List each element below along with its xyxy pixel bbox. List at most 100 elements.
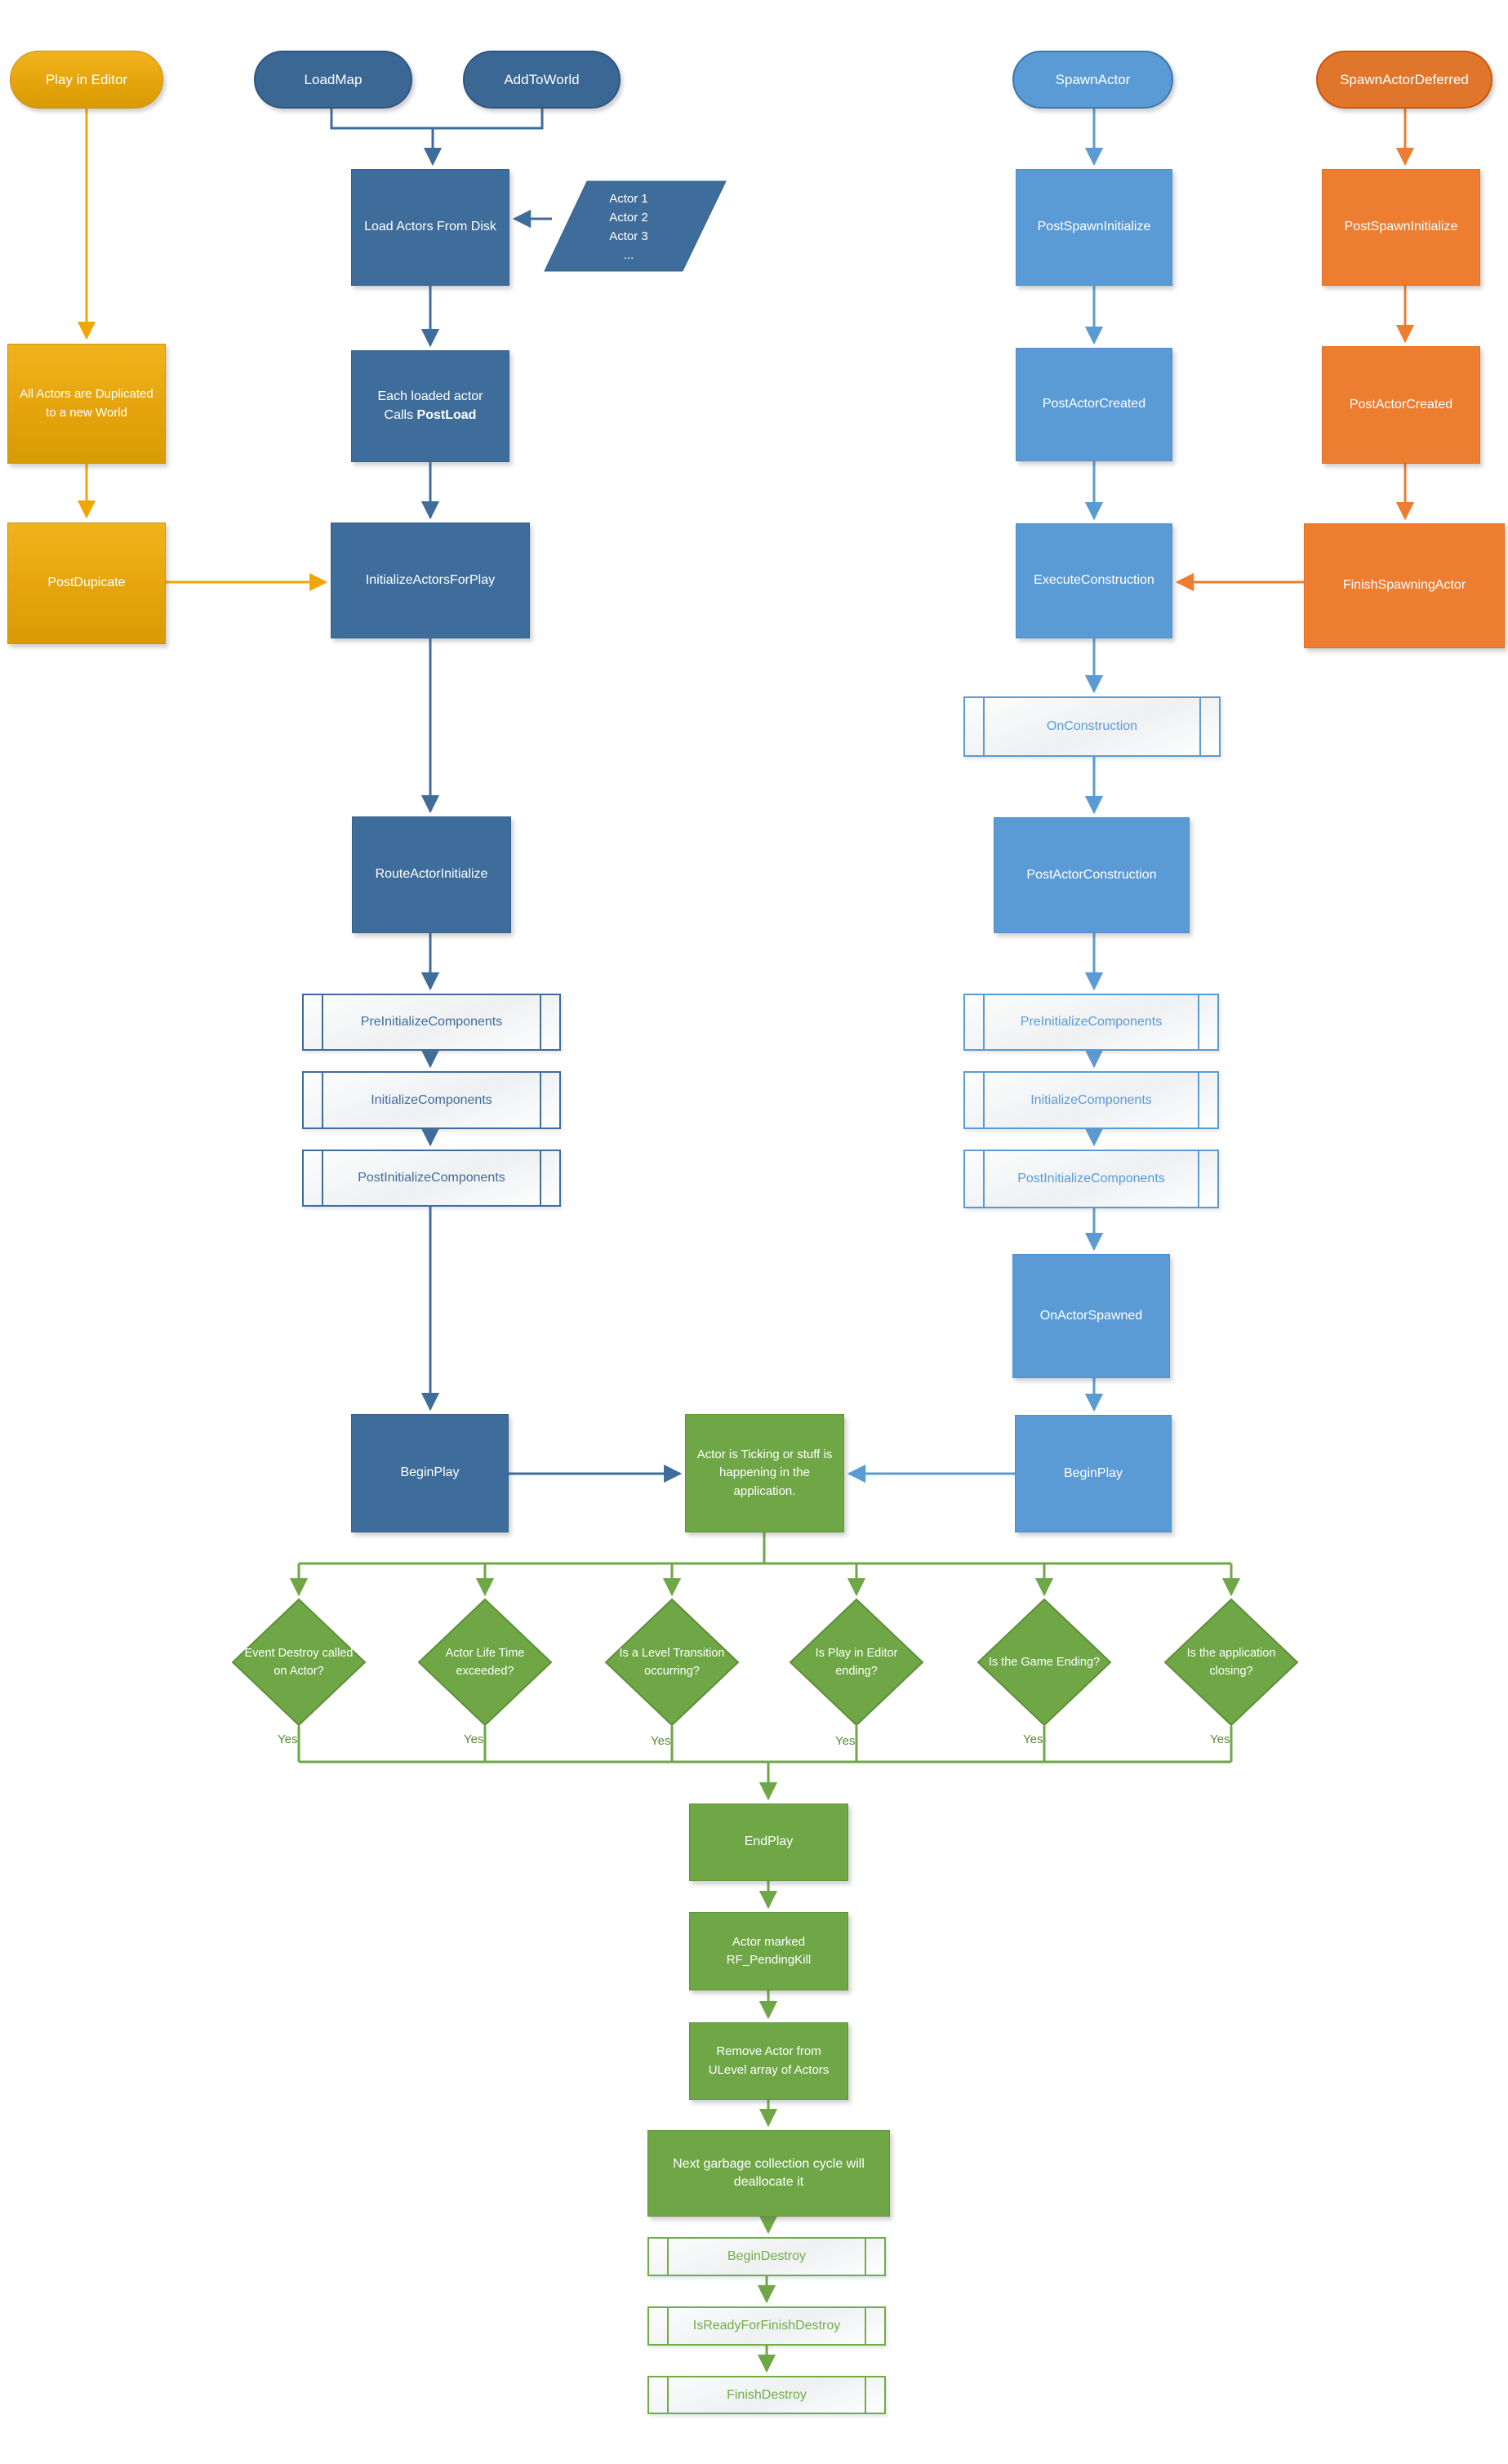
- node-execute-construction: ExecuteConstruction: [1016, 523, 1172, 638]
- subprocess-bar: [540, 995, 541, 1049]
- diamond-pie-ending: [789, 1598, 924, 1727]
- node-label: IsReadyForFinishDestroy: [692, 2319, 841, 2333]
- yes-text: Yes: [835, 1734, 856, 1748]
- node-label: InitializeComponents: [371, 1092, 492, 1107]
- node-spawn-actor-deferred: SpawnActorDeferred: [1316, 51, 1492, 109]
- diamond-app-closing: [1163, 1598, 1299, 1727]
- subprocess-bar: [983, 995, 985, 1049]
- diamond-life-time: [417, 1598, 553, 1727]
- node-label: Remove Actor from ULevel array of Actors: [708, 2044, 830, 2077]
- subprocess-initialize-components-right: InitializeComponents: [963, 1071, 1219, 1129]
- subprocess-bar: [540, 1151, 541, 1205]
- yes-label-2: Yes: [464, 1732, 483, 1746]
- node-spawn-actor: SpawnActor: [1012, 51, 1173, 109]
- yes-label-5: Yes: [1023, 1732, 1043, 1746]
- node-label: Actor marked RF_PendingKill: [726, 1934, 812, 1968]
- subprocess-pre-initialize-components-right: PreInitializeComponents: [963, 994, 1219, 1051]
- node-post-load: Each loaded actor Calls PostLoad: [351, 350, 509, 462]
- node-load-map: LoadMap: [254, 51, 412, 109]
- node-label: SpawnActor: [1055, 71, 1131, 87]
- node-post-actor-construction: PostActorConstruction: [994, 817, 1190, 933]
- post-load-line2-prefix: Calls: [384, 407, 417, 422]
- subprocess-bar: [865, 2377, 866, 2413]
- subprocess-pre-initialize-components-left: PreInitializeComponents: [302, 994, 561, 1051]
- node-end-play: EndPlay: [689, 1804, 848, 1881]
- node-label: PostDupicate: [47, 576, 126, 590]
- subprocess-bar: [322, 995, 323, 1049]
- decision-diamonds: [231, 1598, 1299, 1727]
- node-post-spawn-initialize-blue: PostSpawnInitialize: [1016, 169, 1172, 286]
- yellow-connectors: [77, 109, 328, 592]
- node-label: Load Actors From Disk: [364, 220, 496, 234]
- post-load-line1: Each loaded actor: [377, 389, 483, 404]
- node-remove-actor: Remove Actor from ULevel array of Actors: [689, 2022, 848, 2100]
- subprocess-post-initialize-components-right: PostInitializeComponents: [963, 1150, 1219, 1208]
- node-label: PostSpawnInitialize: [1037, 220, 1151, 234]
- subprocess-finish-destroy: FinishDestroy: [647, 2376, 886, 2414]
- node-label: OnActorSpawned: [1039, 1308, 1143, 1323]
- subprocess-bar: [983, 1073, 985, 1127]
- diamond-level-transition: [604, 1598, 740, 1727]
- node-load-actors-from-disk: Load Actors From Disk: [351, 169, 509, 286]
- subprocess-bar: [667, 2308, 669, 2344]
- node-on-actor-spawned: OnActorSpawned: [1012, 1254, 1170, 1378]
- node-post-spawn-initialize-orange: PostSpawnInitialize: [1322, 169, 1480, 286]
- node-actor-marked-pending-kill: Actor marked RF_PendingKill: [689, 1912, 848, 1990]
- node-label: PostActorCreated: [1349, 397, 1453, 411]
- yes-text: Yes: [464, 1732, 484, 1746]
- subprocess-bar: [1198, 995, 1199, 1049]
- node-label: EndPlay: [744, 1835, 794, 1849]
- node-begin-play-left: BeginPlay: [351, 1414, 509, 1532]
- node-label: ExecuteConstruction: [1034, 573, 1154, 588]
- post-load-bold: PostLoad: [416, 407, 477, 422]
- node-label: Play in Editor: [45, 71, 128, 87]
- subprocess-bar: [540, 1073, 541, 1127]
- node-label: AddToWorld: [504, 71, 580, 87]
- node-label: PostInitializeComponents: [358, 1171, 505, 1185]
- node-label: PostActorConstruction: [1026, 867, 1157, 882]
- yes-text: Yes: [278, 1732, 298, 1746]
- diamond-game-ending: [976, 1598, 1112, 1727]
- node-finish-spawning-actor: FinishSpawningActor: [1304, 523, 1505, 648]
- subprocess-is-ready-for-finish-destroy: IsReadyForFinishDestroy: [647, 2306, 886, 2346]
- node-label: FinishSpawningActor: [1342, 578, 1466, 593]
- node-add-to-world: AddToWorld: [463, 51, 621, 109]
- node-label: PreInitializeComponents: [360, 1015, 503, 1029]
- subprocess-bar: [322, 1151, 323, 1205]
- subprocess-bar: [667, 2377, 669, 2413]
- subprocess-bar: [1198, 1073, 1199, 1127]
- medium-blue-connectors: [847, 109, 1104, 1483]
- node-all-actors-duplicated: All Actors are Duplicated to a new World: [7, 344, 166, 464]
- node-label: LoadMap: [304, 71, 363, 87]
- green-connectors: [289, 1532, 1241, 2373]
- subprocess-bar: [865, 2239, 866, 2275]
- actor-list-parallelogram: [544, 180, 727, 272]
- subprocess-on-construction: OnConstruction: [963, 696, 1221, 757]
- node-label: OnConstruction: [1046, 719, 1138, 733]
- node-garbage-collection: Next garbage collection cycle will deall…: [647, 2130, 890, 2217]
- node-post-dupicate: PostDupicate: [7, 523, 166, 644]
- node-label: Each loaded actor Calls PostLoad: [378, 388, 483, 425]
- node-post-actor-created-blue: PostActorCreated: [1016, 348, 1172, 461]
- node-label: SpawnActorDeferred: [1340, 71, 1469, 87]
- subprocess-bar: [322, 1073, 323, 1127]
- yes-text: Yes: [651, 1734, 671, 1748]
- yes-label-3: Yes: [651, 1734, 670, 1748]
- node-begin-play-right: BeginPlay: [1015, 1415, 1172, 1532]
- subprocess-bar: [983, 1151, 985, 1207]
- dark-blue-connectors: [330, 109, 683, 1483]
- node-label: Next garbage collection cycle will deall…: [673, 2156, 865, 2189]
- yes-label-4: Yes: [835, 1734, 855, 1748]
- node-label: PreInitializeComponents: [1020, 1015, 1163, 1029]
- yes-label-6: Yes: [1210, 1732, 1230, 1746]
- orange-connectors: [1175, 109, 1415, 592]
- node-label: InitializeActorsForPlay: [365, 572, 496, 587]
- yes-text: Yes: [1023, 1732, 1043, 1746]
- yes-text: Yes: [1210, 1732, 1230, 1746]
- node-label: BeginDestroy: [727, 2249, 807, 2263]
- node-label: BeginPlay: [400, 1466, 460, 1480]
- node-label: All Actors are Duplicated to a new World: [20, 387, 153, 420]
- node-initialize-actors-for-play: InitializeActorsForPlay: [331, 523, 530, 638]
